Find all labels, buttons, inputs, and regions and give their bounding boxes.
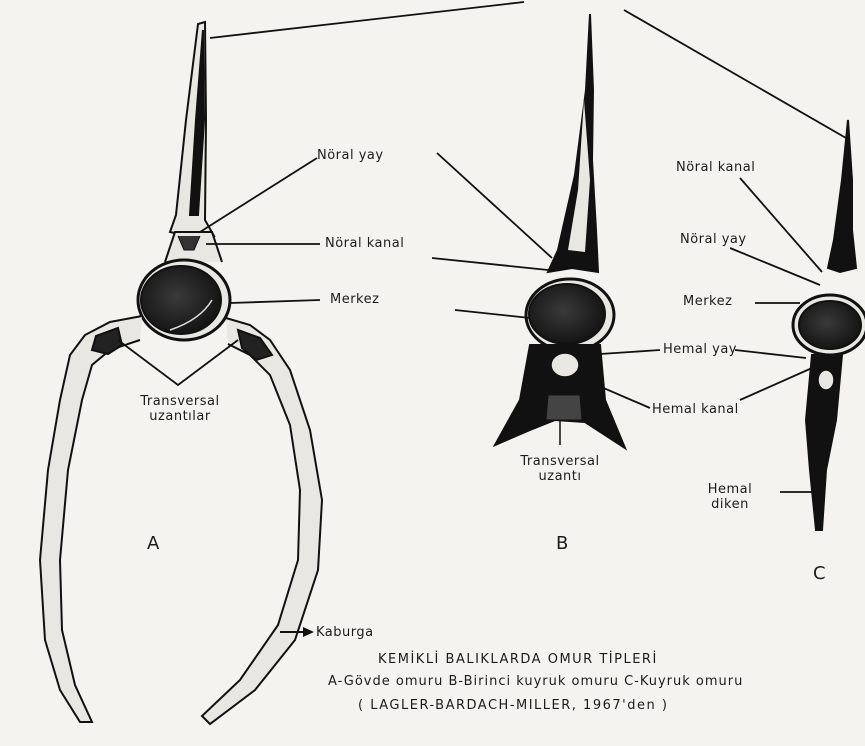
label-c-hemal-diken-line2: diken bbox=[700, 497, 760, 512]
letter-a: A bbox=[147, 536, 160, 551]
vertebra-b bbox=[495, 14, 625, 448]
label-a-transversal-line2: uzantılar bbox=[132, 409, 228, 424]
label-c-noral-kanal: Nöral kanal bbox=[676, 160, 755, 175]
label-c-merkez: Merkez bbox=[683, 294, 732, 309]
label-c-hemal-diken-line1: Hemal bbox=[700, 482, 760, 497]
label-b-transversal-line2: uzantı bbox=[510, 469, 610, 484]
label-a-transversal-line1: Transversal bbox=[132, 394, 228, 409]
label-b-transversal: Transversal uzantı bbox=[510, 454, 610, 484]
letter-b: B bbox=[556, 536, 569, 551]
vertebra-c bbox=[793, 120, 865, 530]
label-b-hemal-kanal: Hemal kanal bbox=[652, 402, 739, 417]
label-b-transversal-line1: Transversal bbox=[510, 454, 610, 469]
label-a-transversal: Transversal uzantılar bbox=[132, 394, 228, 424]
label-a-noral-yay: Nöral yay bbox=[317, 148, 384, 163]
figure-caption: A-Gövde omuru B-Birinci kuyruk omuru C-K… bbox=[328, 674, 743, 689]
label-a-noral-kanal: Nöral kanal bbox=[325, 236, 404, 251]
letter-c: C bbox=[813, 566, 827, 581]
label-a-kaburga: Kaburga bbox=[316, 625, 374, 640]
label-a-merkez: Merkez bbox=[330, 292, 379, 307]
figure-source: ( LAGLER-BARDACH-MILLER, 1967'den ) bbox=[358, 698, 668, 713]
label-b-hemal-yay: Hemal yay bbox=[663, 342, 737, 357]
vertebra-a bbox=[40, 22, 322, 724]
label-c-noral-yay: Nöral yay bbox=[680, 232, 747, 247]
label-c-hemal-diken: Hemal diken bbox=[700, 482, 760, 512]
figure-title: KEMİKLİ BALIKLARDA OMUR TİPLERİ bbox=[378, 652, 658, 667]
